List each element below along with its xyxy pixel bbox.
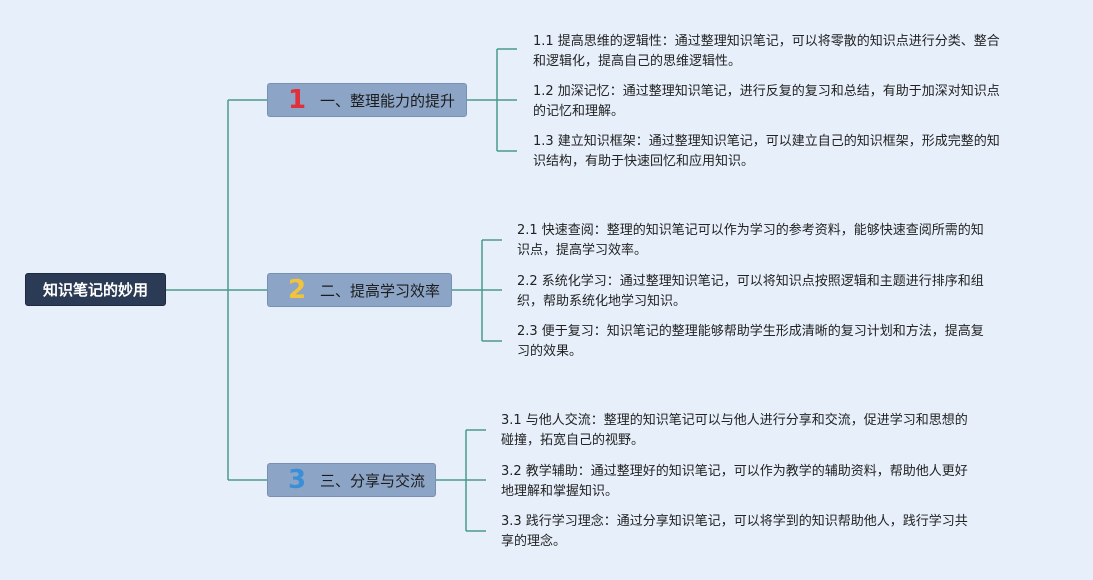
number-3-icon: 3: [287, 465, 307, 495]
leaf-1-3-line1: 1.3 建立知识框架：通过整理知识笔记，可以建立自己的知识框架，形成完整的知: [533, 134, 1000, 149]
branch-label-3: 三、分享与交流: [320, 471, 426, 490]
leaf-2-2-line1: 2.2 系统化学习：通过整理知识笔记，可以将知识点按照逻辑和主题进行排序和组: [517, 274, 984, 289]
leaf-3-2-line2: 地理解和掌握知识。: [501, 484, 619, 499]
leaf-3-3-line1: 3.3 践行学习理念：通过分享知识笔记，可以将学到的知识帮助他人，践行学习共: [501, 514, 968, 529]
leaf-2-3[interactable]: 2.3 便于复习：知识笔记的整理能够帮助学生形成清晰的复习计划和方法，提高复 习…: [517, 322, 984, 362]
leaf-2-1-line2: 识点，提高学习效率。: [517, 243, 648, 258]
leaf-2-3-line1: 2.3 便于复习：知识笔记的整理能够帮助学生形成清晰的复习计划和方法，提高复: [517, 324, 984, 339]
leaf-3-1-line1: 3.1 与他人交流：整理的知识笔记可以与他人进行分享和交流，促进学习和思想的: [501, 413, 968, 428]
leaf-1-1[interactable]: 1.1 提高思维的逻辑性：通过整理知识笔记，可以将零散的知识点进行分类、整合 和…: [533, 32, 1000, 72]
leaf-1-2-line1: 1.2 加深记忆：通过整理知识笔记，进行反复的复习和总结，有助于加深对知识点: [533, 84, 1000, 99]
number-2-icon: 2: [287, 275, 307, 305]
leaf-2-1-line1: 2.1 快速查阅：整理的知识笔记可以作为学习的参考资料，能够快速查阅所需的知: [517, 223, 984, 238]
leaf-2-2-line2: 织，帮助系统化地学习知识。: [517, 294, 687, 309]
branch-node-1[interactable]: 1 一、整理能力的提升: [267, 83, 467, 117]
leaf-3-2-line1: 3.2 教学辅助：通过整理好的知识笔记，可以作为教学的辅助资料，帮助他人更好: [501, 464, 968, 479]
leaf-1-3[interactable]: 1.3 建立知识框架：通过整理知识笔记，可以建立自己的知识框架，形成完整的知 识…: [533, 132, 1000, 172]
leaf-2-3-line2: 习的效果。: [517, 344, 583, 359]
leaf-2-1[interactable]: 2.1 快速查阅：整理的知识笔记可以作为学习的参考资料，能够快速查阅所需的知 识…: [517, 221, 984, 261]
leaf-3-1[interactable]: 3.1 与他人交流：整理的知识笔记可以与他人进行分享和交流，促进学习和思想的 碰…: [501, 411, 968, 451]
branch-node-2[interactable]: 2 二、提高学习效率: [267, 273, 452, 307]
leaf-1-3-line2: 识结构，有助于快速回忆和应用知识。: [533, 154, 755, 169]
branch-label-2: 二、提高学习效率: [320, 281, 441, 300]
branch-node-3[interactable]: 3 三、分享与交流: [267, 463, 436, 497]
leaf-1-1-line2: 和逻辑化，提高自己的思维逻辑性。: [533, 54, 742, 69]
leaf-1-2-line2: 的记忆和理解。: [533, 104, 625, 119]
leaf-3-3[interactable]: 3.3 践行学习理念：通过分享知识笔记，可以将学到的知识帮助他人，践行学习共 享…: [501, 512, 968, 552]
leaf-3-1-line2: 碰撞，拓宽自己的视野。: [501, 433, 645, 448]
leaf-1-2[interactable]: 1.2 加深记忆：通过整理知识笔记，进行反复的复习和总结，有助于加深对知识点 的…: [533, 82, 1000, 122]
root-label: 知识笔记的妙用: [42, 281, 148, 299]
leaf-2-2[interactable]: 2.2 系统化学习：通过整理知识笔记，可以将知识点按照逻辑和主题进行排序和组 织…: [517, 272, 984, 312]
leaf-3-2[interactable]: 3.2 教学辅助：通过整理好的知识笔记，可以作为教学的辅助资料，帮助他人更好 地…: [501, 462, 968, 502]
number-1-icon: 1: [287, 85, 307, 115]
branch-label-1: 一、整理能力的提升: [320, 91, 456, 110]
leaf-3-3-line2: 享的理念。: [501, 534, 567, 549]
leaf-1-1-line1: 1.1 提高思维的逻辑性：通过整理知识笔记，可以将零散的知识点进行分类、整合: [533, 34, 1000, 49]
root-node[interactable]: 知识笔记的妙用: [25, 273, 166, 306]
